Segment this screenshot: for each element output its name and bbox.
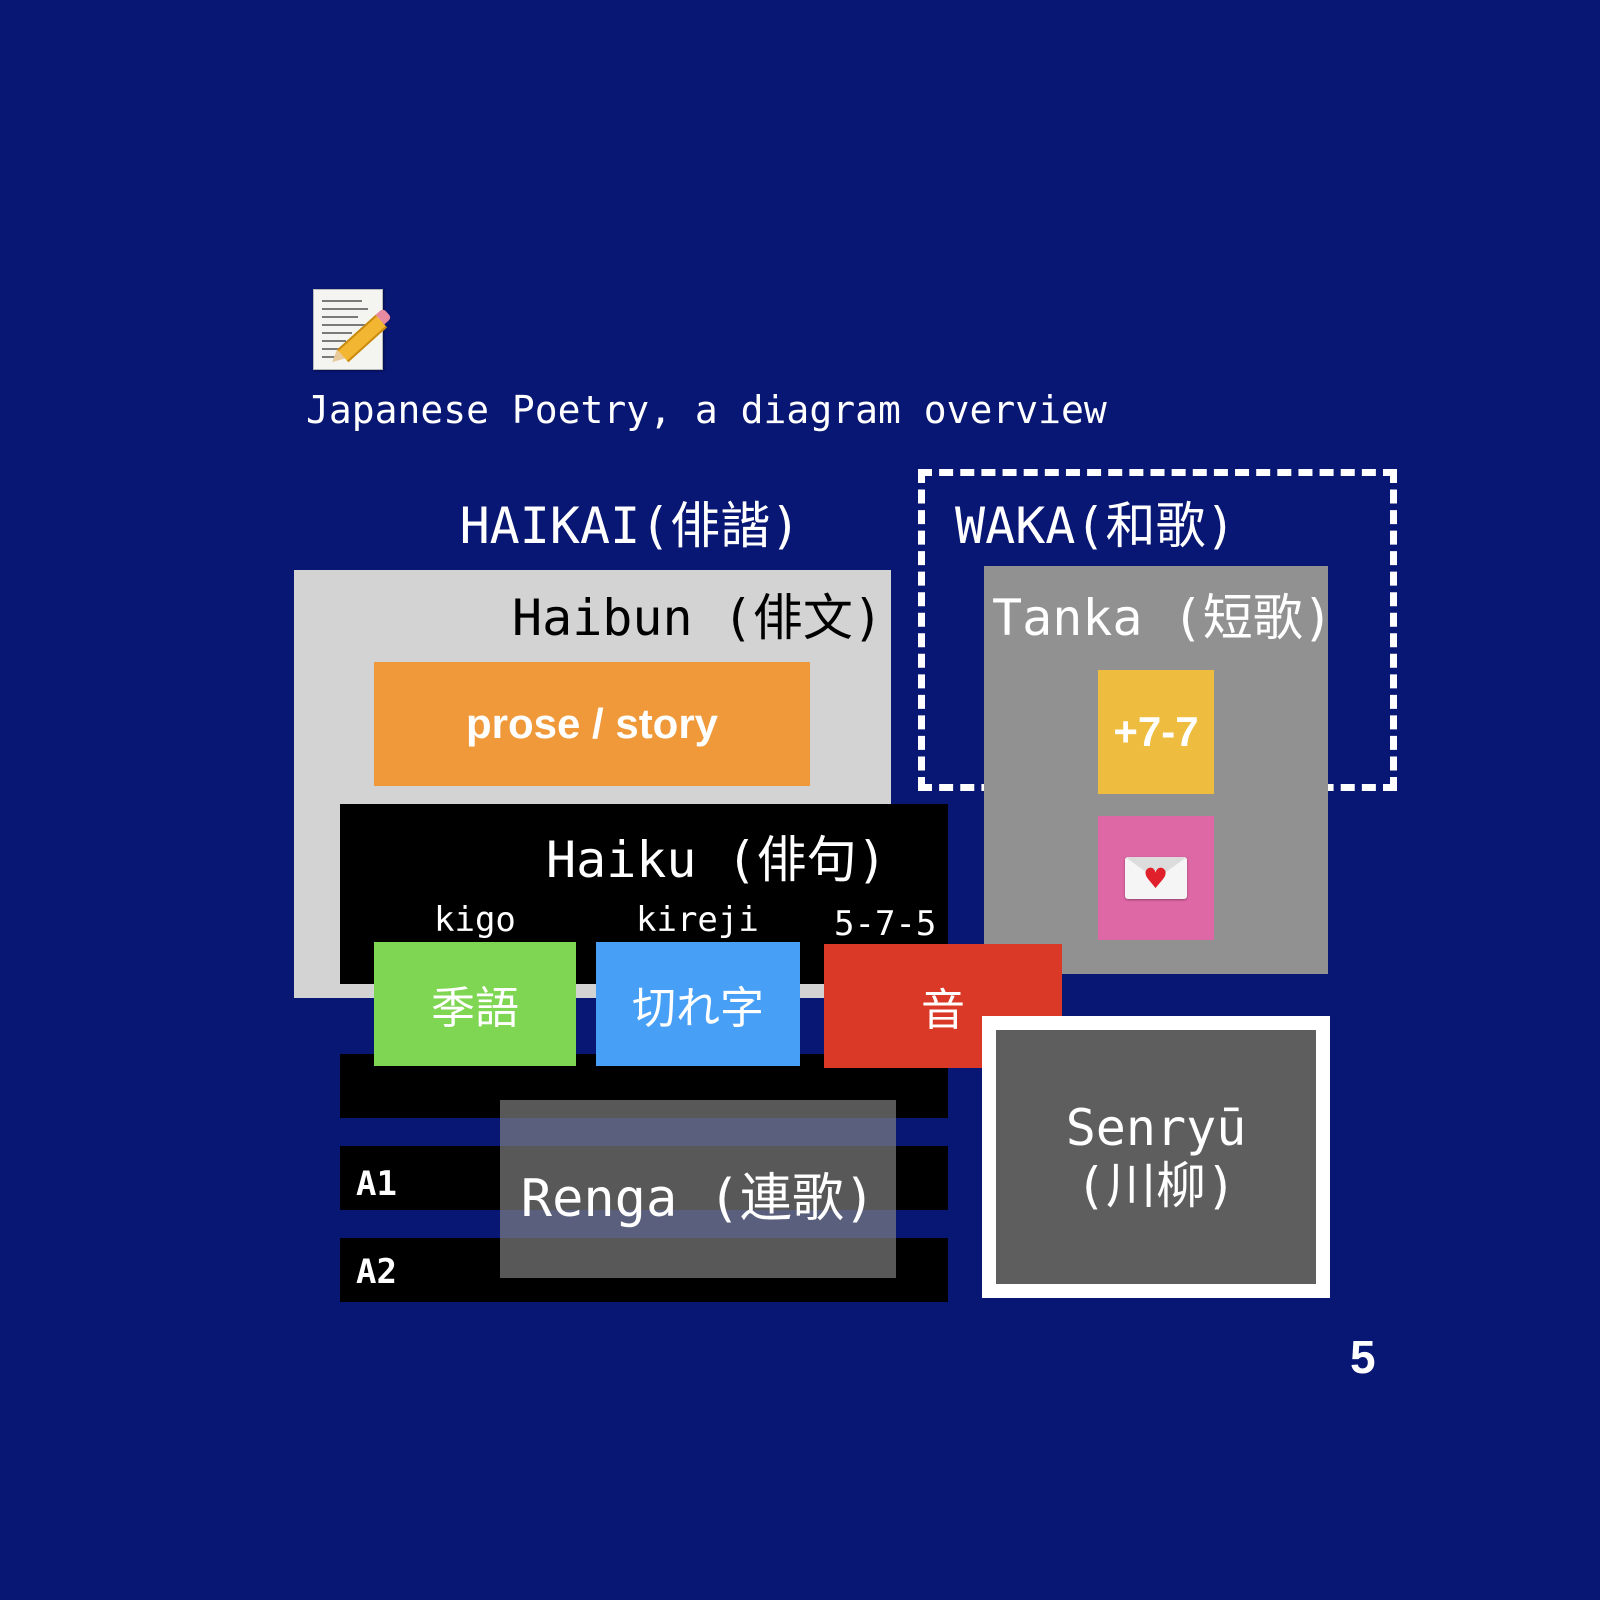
kigo-label: kigo bbox=[434, 900, 516, 940]
notepad-with-pencil-icon bbox=[313, 289, 388, 370]
senryu-label: Senryū bbox=[1065, 1099, 1247, 1157]
row-label-a1: A1 bbox=[356, 1164, 397, 1204]
syllable-count-label: 5-7-5 bbox=[834, 904, 937, 944]
haibun-label: Haibun (俳文) bbox=[512, 589, 883, 647]
tanka-label: Tanka (短歌) bbox=[992, 589, 1333, 647]
waka-label: WAKA(和歌) bbox=[955, 497, 1236, 555]
tanka-extension-box: +7-7 bbox=[1098, 670, 1214, 794]
senryu-label-kanji: (川柳) bbox=[1075, 1157, 1237, 1215]
row-label-a2: A2 bbox=[356, 1252, 397, 1292]
kireji-box: 切れ字 bbox=[596, 942, 800, 1066]
senryu-box: Senryū (川柳) bbox=[982, 1016, 1330, 1298]
diagram-title: Japanese Poetry, a diagram overview bbox=[306, 388, 1107, 432]
renga-label: Renga (連歌) bbox=[520, 1169, 876, 1229]
on-box: 音 bbox=[824, 944, 1062, 1068]
love-letter-icon: ♥ bbox=[1125, 857, 1187, 899]
love-letter-box: ♥ bbox=[1098, 816, 1214, 940]
prose-box: prose / story bbox=[374, 662, 810, 786]
kigo-box: 季語 bbox=[374, 942, 576, 1066]
page-number: 5 bbox=[1350, 1331, 1376, 1383]
kireji-label: kireji bbox=[636, 900, 759, 940]
haikai-label: HAIKAI(俳諧) bbox=[459, 497, 801, 555]
renga-box bbox=[500, 1100, 896, 1278]
haiku-label: Haiku (俳句) bbox=[546, 831, 887, 889]
